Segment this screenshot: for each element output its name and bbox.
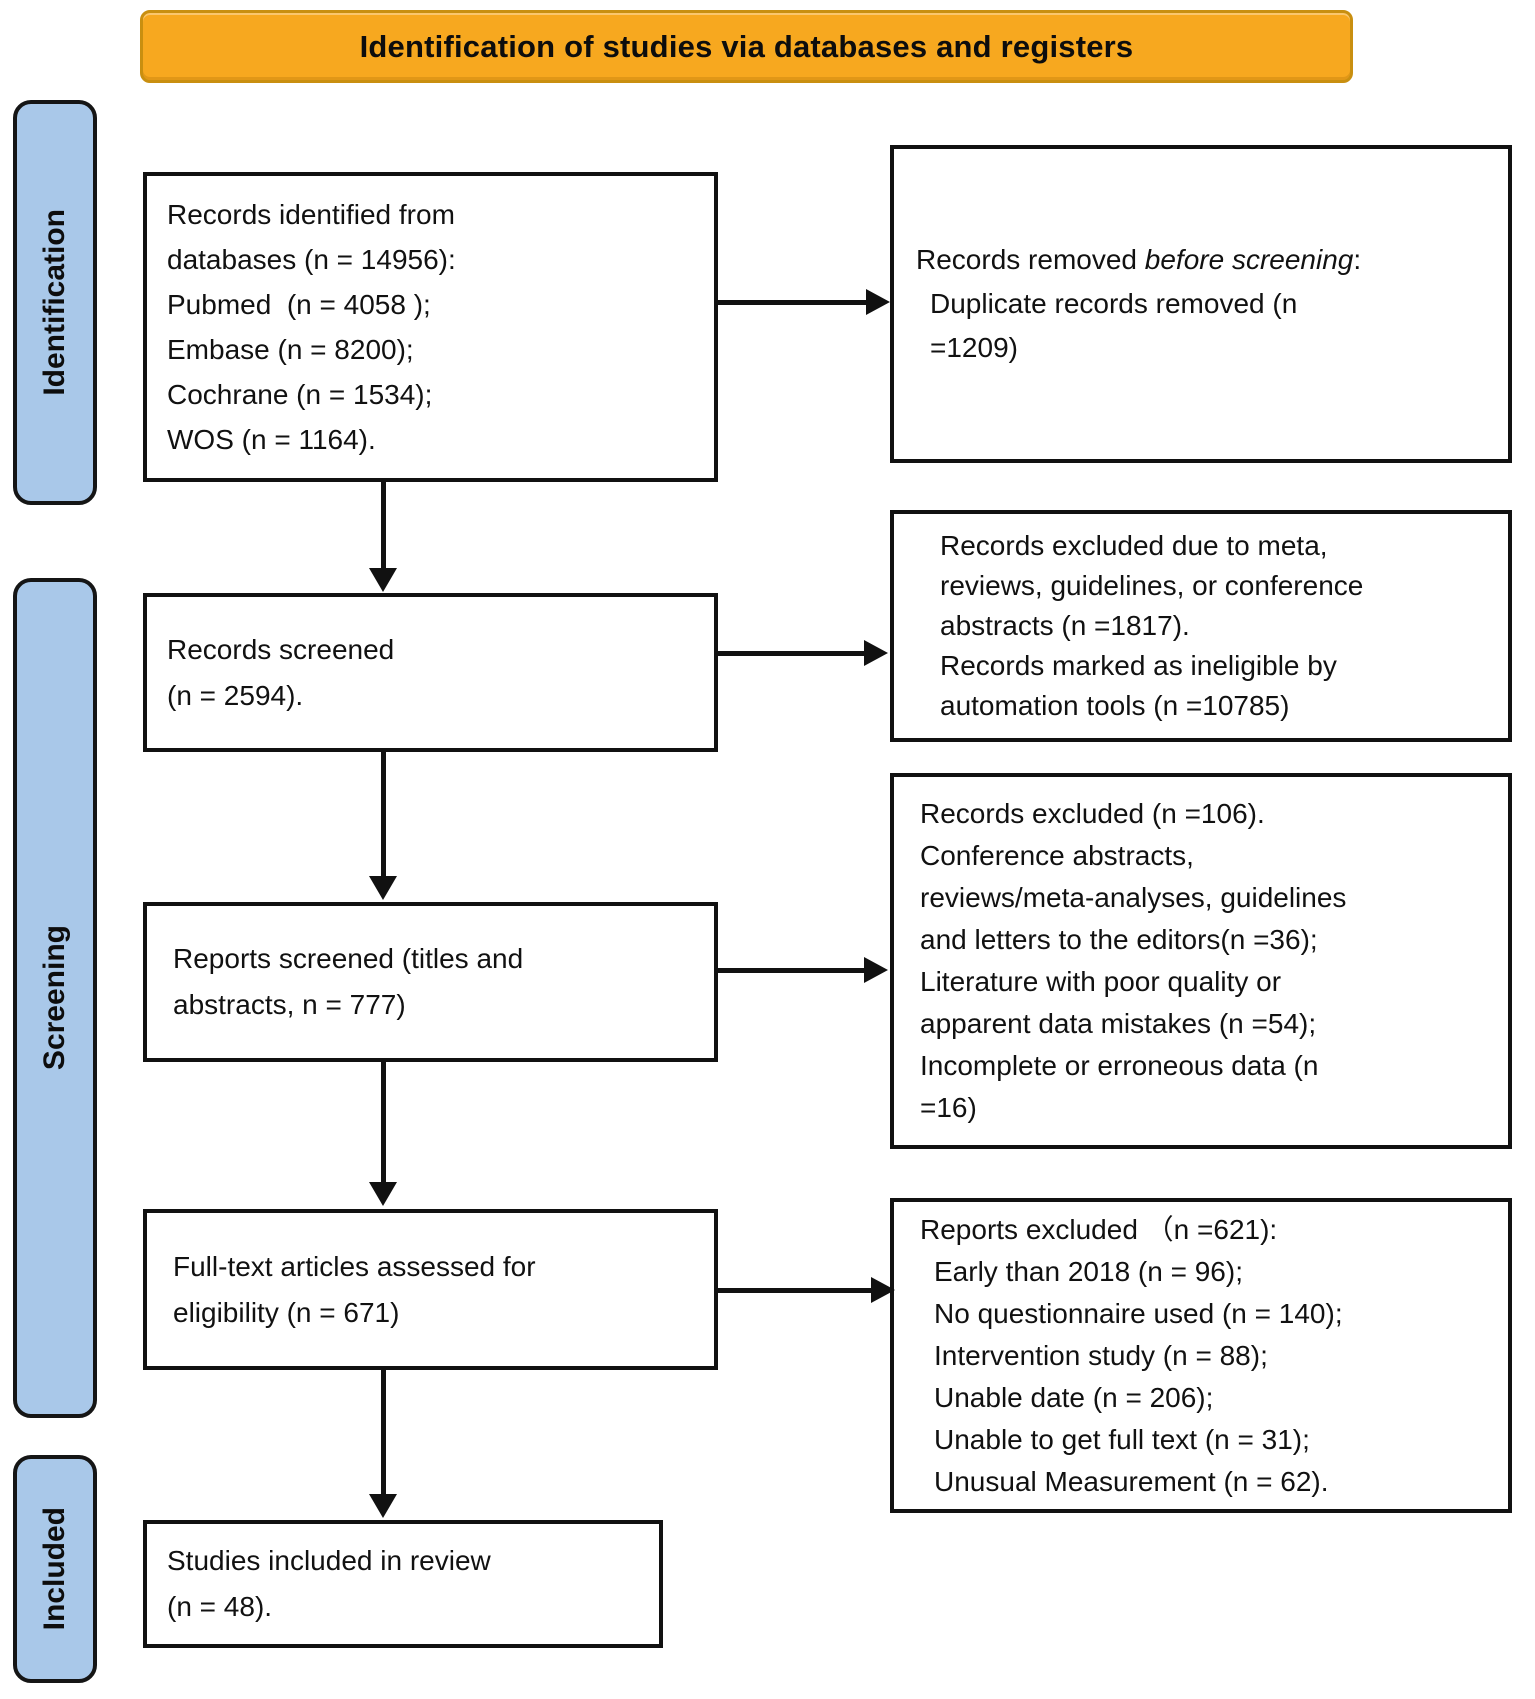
box-text-line: Cochrane (n = 1534); — [167, 379, 433, 410]
arrow-right-identified-to-removed — [718, 300, 866, 305]
box-text-line: Records marked as ineligible by — [940, 650, 1337, 681]
box-text-line: Records screened — [167, 633, 395, 665]
box-text-line: =16) — [920, 1092, 977, 1123]
box-text-line: Intervention study (n = 88); — [934, 1339, 1268, 1371]
box-records-screened: Records screened (n = 2594). — [143, 593, 718, 752]
box-text-line: Duplicate records removed (n — [930, 288, 1298, 319]
box-records-excluded-automation: Records excluded due to meta, reviews, g… — [890, 510, 1512, 742]
box-records-identified: Records identified from databases (n = 1… — [143, 172, 718, 482]
italic-text: before screening — [1144, 244, 1354, 275]
box-text-line: Embase (n = 8200); — [167, 334, 414, 365]
box-text-line: and letters to the editors(n =36); — [920, 924, 1318, 955]
arrowhead-down-icon — [369, 1494, 397, 1518]
box-text-line: reviews/meta-analyses, guidelines — [920, 882, 1347, 913]
box-text-line: Studies included in review — [167, 1545, 491, 1576]
box-text-line: Early than 2018 (n = 96); — [934, 1255, 1243, 1287]
arrowhead-down-icon — [369, 876, 397, 900]
box-text-line: Reports excluded （n =621): — [920, 1213, 1278, 1245]
box-text-line: =1209) — [930, 332, 1018, 363]
arrowhead-right-icon — [864, 957, 888, 983]
arrow-down-identified-to-screened — [381, 482, 386, 570]
arrow-down-screened-to-reports — [381, 752, 386, 878]
box-text-line: Full-text articles assessed for — [173, 1250, 536, 1282]
box-text-line: automation tools (n =10785) — [940, 690, 1290, 721]
stage-bar-screening: Screening — [13, 578, 97, 1418]
box-text-line: No questionnaire used (n = 140); — [934, 1297, 1343, 1329]
box-text-line: Reports screened (titles and — [173, 943, 524, 974]
box-text-line: Records excluded due to meta, — [940, 530, 1328, 561]
arrowhead-down-icon — [369, 568, 397, 592]
stage-bar-included: Included — [13, 1455, 97, 1683]
stage-label-identification: Identification — [38, 209, 71, 396]
box-studies-included: Studies included in review (n = 48). — [143, 1520, 663, 1648]
box-text-line: abstracts, n = 777) — [173, 989, 406, 1020]
box-reports-screened: Reports screened (titles and abstracts, … — [143, 902, 718, 1062]
stage-bar-identification: Identification — [13, 100, 97, 505]
stage-label-included: Included — [38, 1507, 71, 1631]
arrow-right-screened-to-excluded — [718, 651, 864, 656]
box-text-line: Pubmed (n = 4058 ); — [167, 289, 431, 320]
box-text-line: Records removed before screening: — [916, 244, 1362, 275]
box-text-line: Incomplete or erroneous data (n — [920, 1050, 1319, 1081]
box-text-line: apparent data mistakes (n =54); — [920, 1008, 1317, 1039]
box-text-line: Unusual Measurement (n = 62). — [934, 1465, 1329, 1497]
box-text-line: abstracts (n =1817). — [940, 610, 1190, 641]
box-records-excluded-106: Records excluded (n =106). Conference ab… — [890, 773, 1512, 1149]
box-records-removed: Records removed before screening: Duplic… — [890, 145, 1512, 463]
box-text-line: (n = 2594). — [167, 679, 304, 711]
arrowhead-down-icon — [369, 1182, 397, 1206]
page-title: Identification of studies via databases … — [359, 28, 1134, 64]
box-text-line: Literature with poor quality or — [920, 966, 1282, 997]
stage-label-screening: Screening — [38, 925, 71, 1071]
box-text-line: reviews, guidelines, or conference — [940, 570, 1364, 601]
box-fulltext-assessed: Full-text articles assessed for eligibil… — [143, 1209, 718, 1370]
box-text-line: Records excluded (n =106). — [920, 798, 1265, 829]
box-reports-excluded: Reports excluded （n =621): Early than 20… — [890, 1198, 1512, 1513]
arrow-down-fulltext-to-included — [381, 1370, 386, 1496]
arrowhead-right-icon — [864, 640, 888, 666]
box-text-line: WOS (n = 1164). — [167, 424, 376, 455]
box-text-line: Unable to get full text (n = 31); — [934, 1423, 1310, 1455]
arrow-right-reports-to-excluded — [718, 968, 864, 973]
box-text-line: Unable date (n = 206); — [934, 1381, 1214, 1413]
arrow-down-reports-to-fulltext — [381, 1062, 386, 1184]
box-text-line: Records identified from — [167, 199, 455, 230]
arrowhead-right-icon — [866, 289, 890, 315]
title-banner: Identification of studies via databases … — [140, 10, 1353, 83]
arrow-right-fulltext-to-excluded — [718, 1288, 871, 1293]
box-text-line: eligibility (n = 671) — [173, 1296, 400, 1328]
box-text-line: Conference abstracts, — [920, 840, 1194, 871]
arrowhead-right-icon — [871, 1277, 895, 1303]
box-text-line: (n = 48). — [167, 1591, 273, 1622]
box-text-line: databases (n = 14956): — [167, 244, 456, 275]
